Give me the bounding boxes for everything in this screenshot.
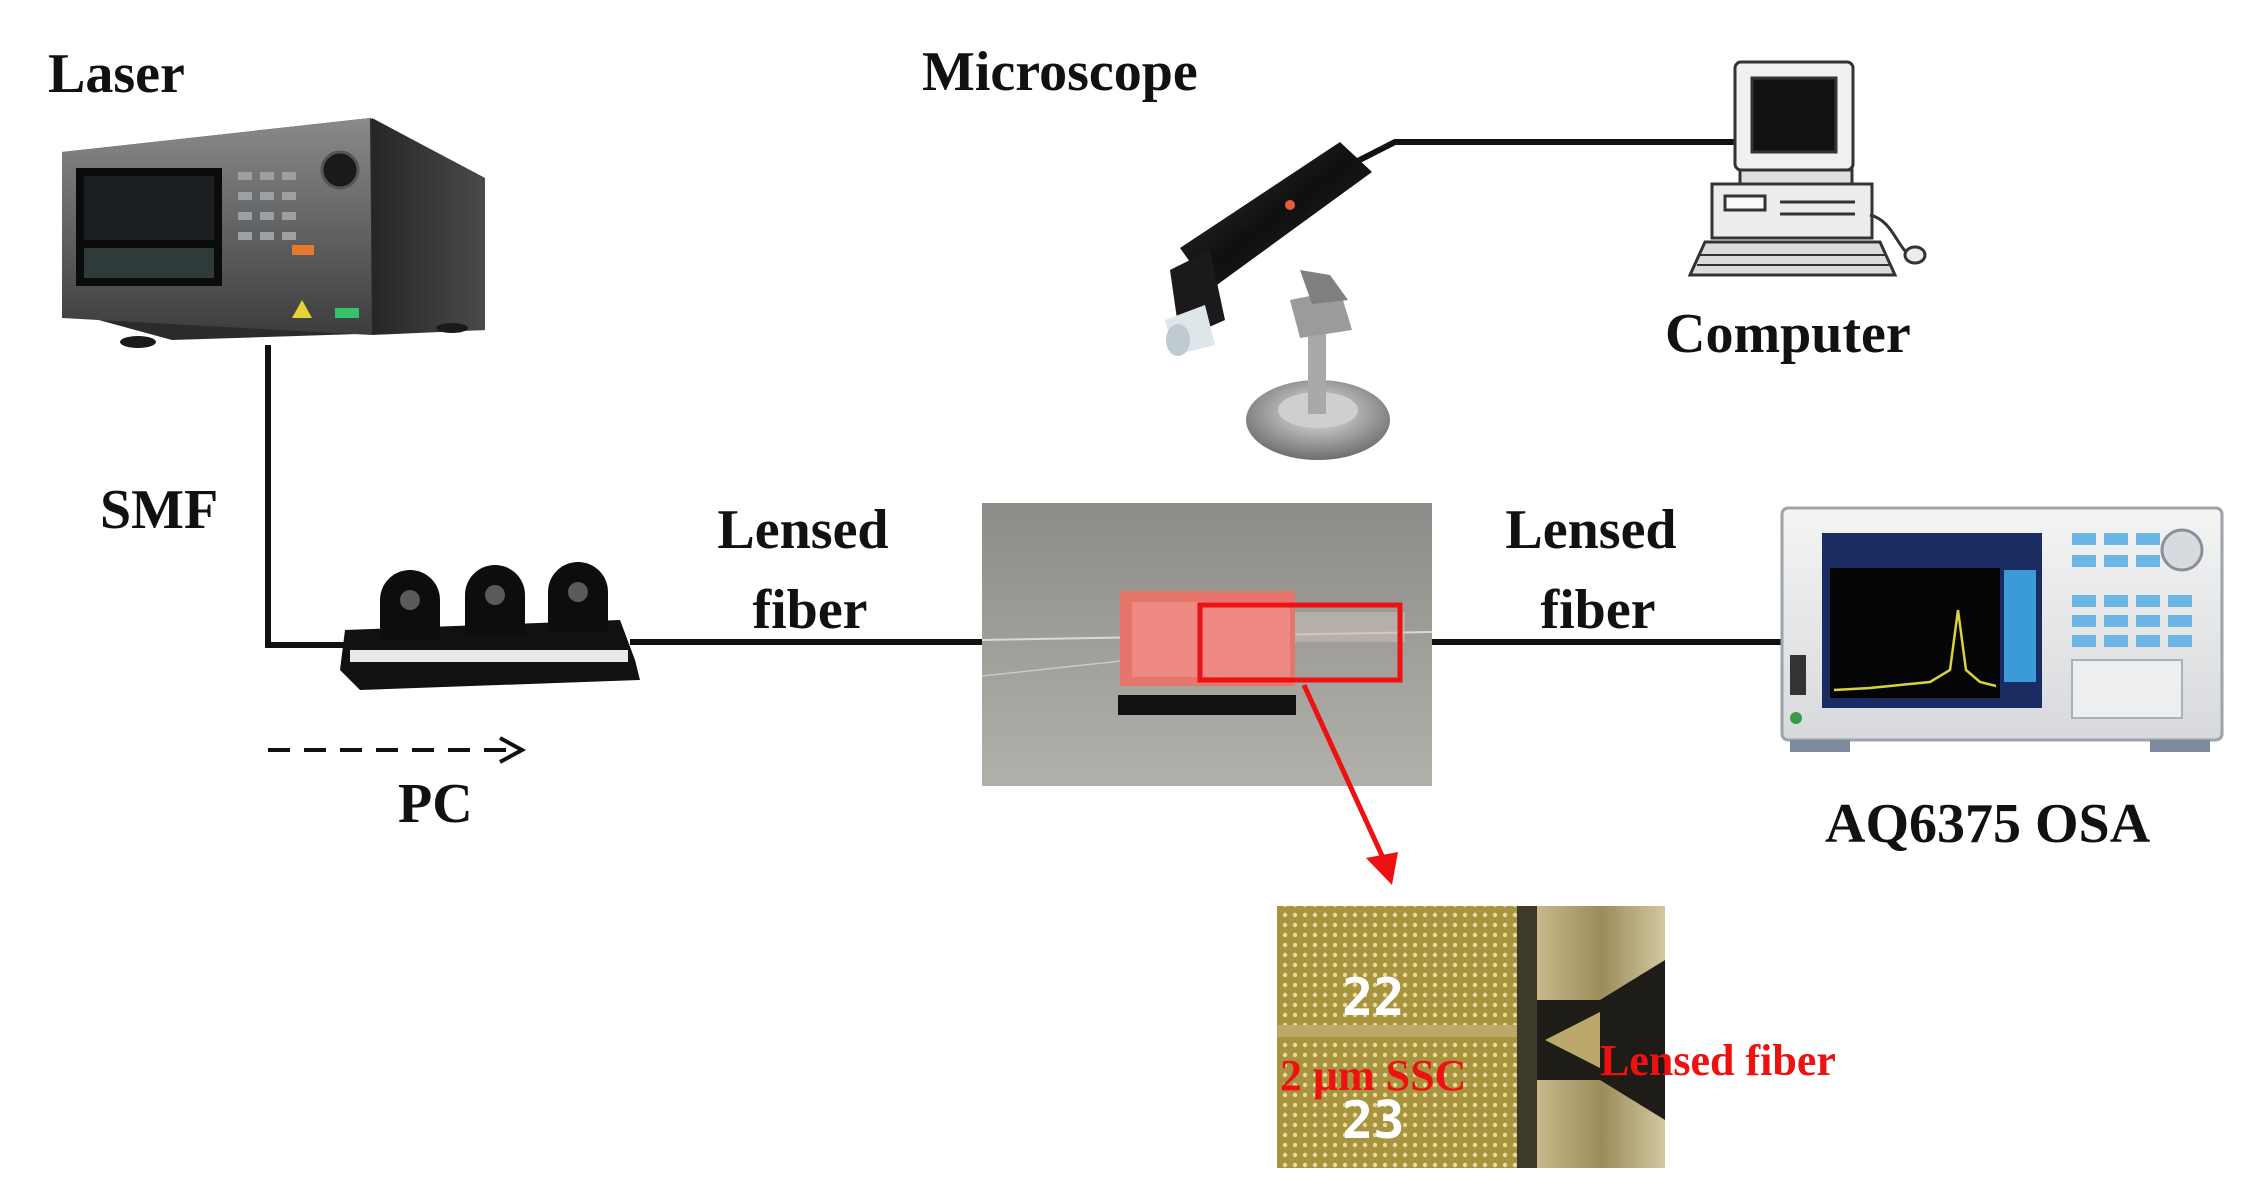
lensed-fiber-right-line1: Lensed <box>1505 499 1676 561</box>
lensed-fiber-right-label: Lensed fiber <box>1505 499 1690 641</box>
smf-cable <box>265 345 345 648</box>
pc-label: PC <box>398 773 473 835</box>
lensed-fiber-left-label: Lensed fiber <box>717 499 902 641</box>
usb-cable <box>1338 139 1740 173</box>
zoom-arrow <box>1301 683 1398 885</box>
inset-number-23: 23 <box>1342 1091 1405 1151</box>
microscope-label: Microscope <box>922 41 1198 103</box>
laser-icon <box>62 118 485 348</box>
lensed-fiber-left-line1: Lensed <box>717 499 888 561</box>
laser-label: Laser <box>48 43 185 105</box>
computer-icon <box>1687 60 1927 277</box>
inset-ssc-label: 2 μm SSC <box>1280 1051 1466 1100</box>
microscope-icon <box>1165 142 1390 460</box>
lensed-fiber-left-line2: fiber <box>752 579 867 641</box>
osa-label: AQ6375 OSA <box>1825 793 2151 855</box>
lensed-fiber-right-line2: fiber <box>1540 579 1655 641</box>
highlight-box <box>1197 602 1403 683</box>
chip-photo <box>981 503 1433 786</box>
polarization-controller-icon <box>340 562 640 690</box>
inset-lensed-label: Lensed fiber <box>1600 1036 1836 1085</box>
osa-icon <box>1780 506 2224 752</box>
smf-label: SMF <box>100 479 218 541</box>
direction-arrow <box>268 736 527 764</box>
computer-label: Computer <box>1665 303 1911 365</box>
inset-image <box>1277 906 1665 1168</box>
inset-number-22: 22 <box>1342 968 1405 1028</box>
